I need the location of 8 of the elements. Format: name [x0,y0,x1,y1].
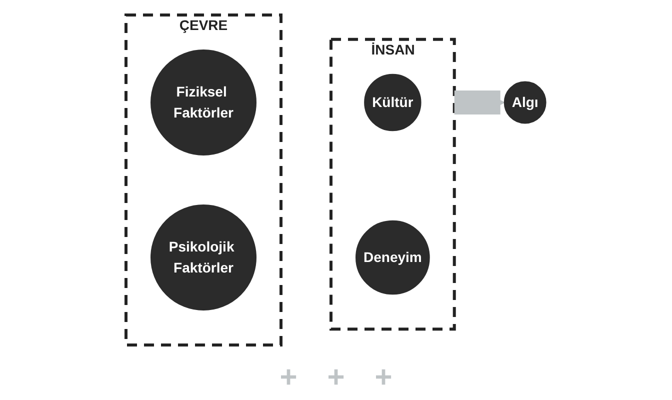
node-circle: Fiziksel Faktörler [150,50,257,156]
plus-sign: + [327,360,345,396]
plus-sign: + [374,360,392,396]
plus-sign: + [280,360,298,396]
node-circle: Deneyim [356,220,430,295]
node-circle: Kültür [364,74,422,132]
node-circle: Psikolojik Faktörler [150,204,257,310]
node-circle: Algı [504,81,546,124]
